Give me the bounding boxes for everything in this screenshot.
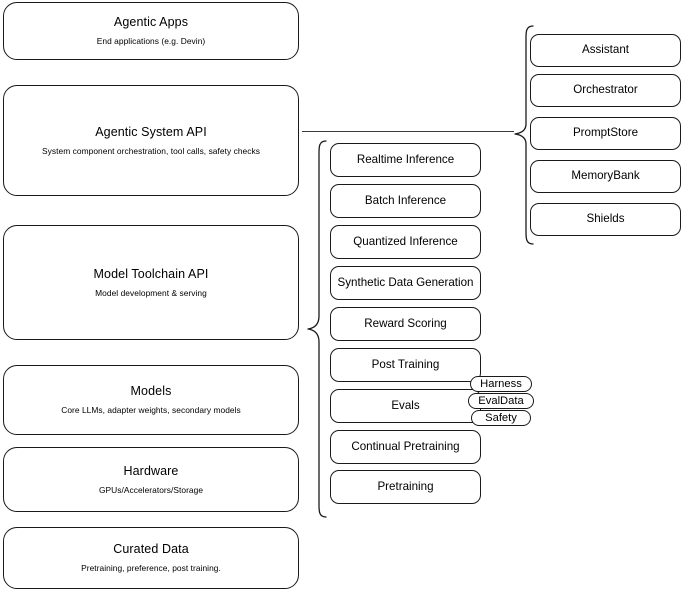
layer-subtitle: System component orchestration, tool cal…: [42, 145, 260, 156]
capability-label: Realtime Inference: [356, 152, 455, 166]
component-label: MemoryBank: [571, 169, 640, 183]
capability-label: Synthetic Data Generation: [337, 275, 474, 289]
capability-label: Post Training: [371, 357, 440, 371]
component-label: PromptStore: [572, 126, 639, 140]
layer-subtitle: GPUs/Accelerators/Storage: [98, 484, 204, 495]
layer-agentic-system-api[interactable]: Agentic System API System component orch…: [3, 85, 299, 196]
component-assistant[interactable]: Assistant: [530, 34, 681, 67]
layer-subtitle: Pretraining, preference, post training.: [81, 563, 221, 574]
layer-title: Curated Data: [113, 542, 189, 557]
component-memorybank[interactable]: MemoryBank: [530, 160, 681, 193]
layer-subtitle: End applications (e.g. Devin): [96, 36, 206, 47]
capability-label: Batch Inference: [364, 193, 447, 207]
component-label: Shields: [586, 212, 625, 226]
capability-continual-pretraining[interactable]: Continual Pretraining: [330, 430, 481, 464]
layer-title: Agentic System API: [95, 124, 207, 139]
evals-pill-harness[interactable]: Harness: [470, 376, 532, 392]
layer-model-toolchain-api[interactable]: Model Toolchain API Model development & …: [3, 225, 299, 340]
evals-pill-label: EvalData: [478, 395, 524, 407]
layer-title: Hardware: [123, 463, 179, 478]
layer-subtitle: Model development & serving: [95, 287, 207, 298]
capability-reward-scoring[interactable]: Reward Scoring: [330, 307, 481, 341]
component-label: Orchestrator: [573, 83, 638, 97]
layer-agentic-apps[interactable]: Agentic Apps End applications (e.g. Devi…: [3, 2, 299, 60]
evals-pill-safety[interactable]: Safety: [471, 410, 531, 426]
capability-label: Quantized Inference: [353, 234, 458, 248]
capability-label: Reward Scoring: [364, 316, 447, 330]
component-shields[interactable]: Shields: [530, 203, 681, 236]
component-label: Assistant: [581, 43, 630, 57]
layer-hardware[interactable]: Hardware GPUs/Accelerators/Storage: [3, 447, 299, 512]
capability-pretraining[interactable]: Pretraining: [330, 470, 481, 504]
capability-batch-inference[interactable]: Batch Inference: [330, 184, 481, 218]
capability-label: Evals: [391, 398, 420, 412]
layer-models[interactable]: Models Core LLMs, adapter weights, secon…: [3, 365, 299, 435]
evals-pill-evaldata[interactable]: EvalData: [468, 393, 534, 409]
capability-label: Continual Pretraining: [351, 439, 460, 453]
capability-synthetic-data-generation[interactable]: Synthetic Data Generation: [330, 266, 481, 300]
capability-quantized-inference[interactable]: Quantized Inference: [330, 225, 481, 259]
capability-label: Pretraining: [377, 479, 434, 493]
brace-model-toolchain-capabilities: [305, 140, 327, 518]
layer-title: Agentic Apps: [113, 15, 189, 30]
evals-pill-label: Safety: [485, 412, 517, 424]
component-promptstore[interactable]: PromptStore: [530, 117, 681, 150]
layer-subtitle: Core LLMs, adapter weights, secondary mo…: [61, 405, 241, 416]
capability-post-training[interactable]: Post Training: [330, 348, 481, 382]
component-orchestrator[interactable]: Orchestrator: [530, 74, 681, 107]
layer-title: Model Toolchain API: [93, 266, 209, 281]
layer-curated-data[interactable]: Curated Data Pretraining, preference, po…: [3, 527, 299, 589]
capability-realtime-inference[interactable]: Realtime Inference: [330, 143, 481, 177]
layer-title: Models: [130, 384, 172, 399]
capability-evals[interactable]: Evals: [330, 389, 481, 423]
connector-agentic-system-api-to-components: [302, 131, 514, 132]
evals-pill-label: Harness: [480, 378, 522, 390]
